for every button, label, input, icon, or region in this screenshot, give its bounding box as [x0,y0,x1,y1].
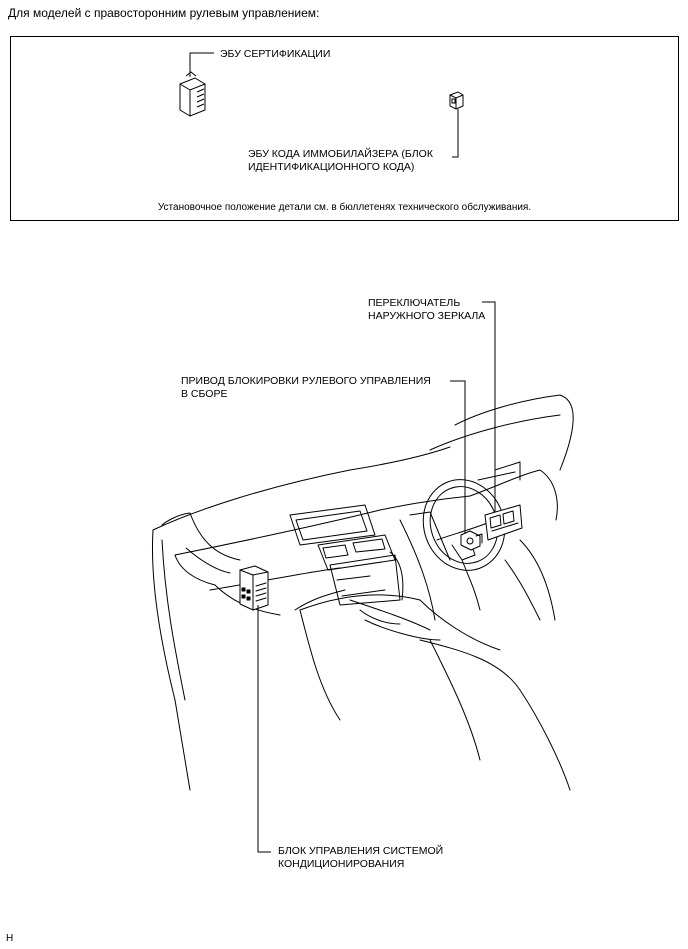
mirror-switch-leader [482,301,496,512]
certification-ecu-drawing [179,71,206,117]
ac-unit-label-line2: КОНДИЦИОНИРОВАНИЯ [278,858,405,870]
steering-lock-actuator-drawing [460,530,483,551]
immobiliser-ecu-label-line1: ЭБУ КОДА ИММОБИЛАЙЗЕРА (БЛОК [248,148,433,160]
steering-lock-label-line1: ПРИВОД БЛОКИРОВКИ РУЛЕВОГО УПРАВЛЕНИЯ [181,375,431,387]
corner-mark: H [6,933,14,944]
mirror-switch-panel-drawing [484,504,523,541]
immobiliser-ecu-drawing [449,91,464,110]
ac-unit-label-line1: БЛОК УПРАВЛЕНИЯ СИСТЕМОЙ [278,845,444,857]
ac-unit-leader [257,605,271,853]
immobiliser-ecu-label-line2: ИДЕНТИФИКАЦИОННОГО КОДА) [248,161,415,173]
inset-panel: ЭБУ СЕРТИФИКАЦИИ ЭБУ КОДА ИММОБИЛАЙЗЕРА … [10,36,679,221]
immobiliser-ecu-leader [452,109,459,158]
mirror-switch-label-line1: ПЕРЕКЛЮЧАТЕЛЬ [368,297,461,309]
certification-ecu-label: ЭБУ СЕРТИФИКАЦИИ [220,48,331,60]
ac-control-unit-drawing [239,565,269,611]
steering-lock-leader [450,380,466,533]
installation-note: Установочное положение детали см. в бюлл… [157,202,532,213]
mirror-switch-label-line2: НАРУЖНОГО ЗЕРКАЛА [368,310,486,322]
steering-lock-label-line2: В СБОРЕ [181,388,228,400]
page-heading: Для моделей с правосторонним рулевым упр… [8,6,320,20]
certification-ecu-leader [189,52,214,77]
